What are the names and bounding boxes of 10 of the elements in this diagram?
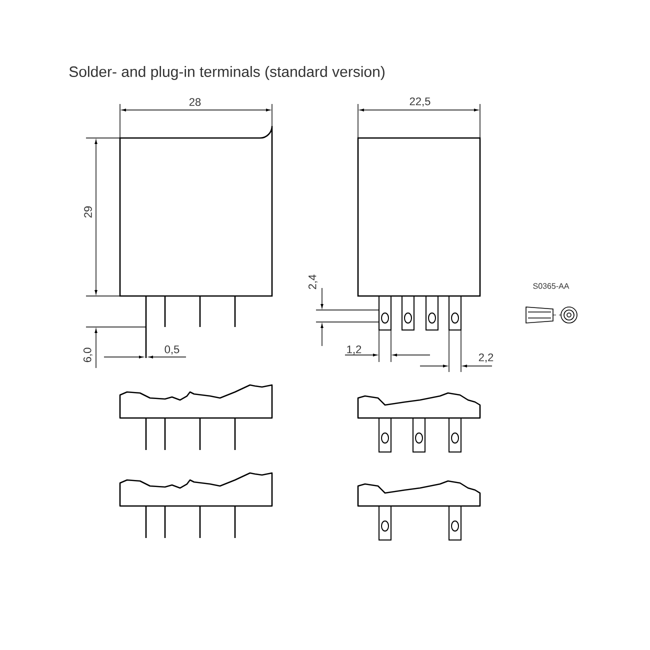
dimension-label: S0365-AA (533, 283, 570, 289)
dimension-label: 0,5 (164, 345, 180, 355)
dimension-label: 29 (84, 206, 92, 218)
dimension-label: 28 (189, 98, 201, 106)
dimension-label: 22,5 (410, 97, 430, 107)
dimension-label: 1,2 (347, 345, 362, 355)
dimension-label: 6,0 (83, 348, 93, 362)
title: Solder- and plug-in terminals (standard version) (69, 66, 384, 80)
dimension-label: 2,2 (478, 353, 494, 363)
dimension-label: 2,4 (308, 274, 318, 290)
